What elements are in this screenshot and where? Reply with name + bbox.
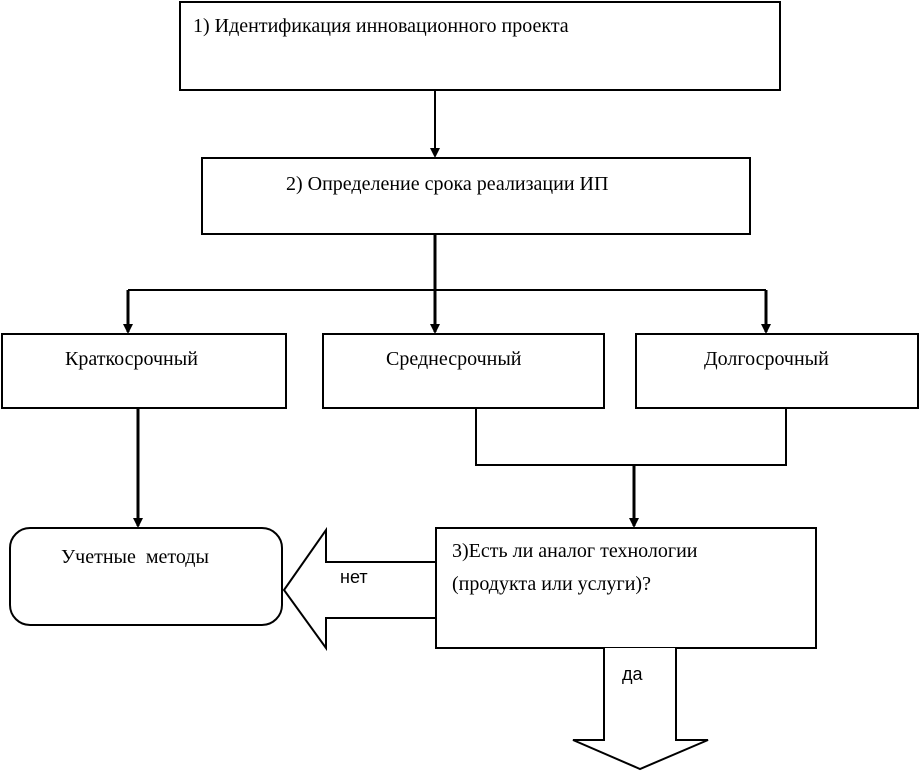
short-term-box <box>1 333 287 409</box>
accounting-methods-box <box>9 527 283 626</box>
long-term-label: Долгосрочный <box>704 348 829 370</box>
no-block-arrow <box>282 526 437 652</box>
no-branch-label: нет <box>340 567 368 587</box>
question-box <box>435 527 817 649</box>
step2-box <box>201 157 751 235</box>
short-term-label: Краткосрочный <box>65 348 198 370</box>
accounting-methods-label: Учетные методы <box>61 546 209 568</box>
medium-term-label: Среднесрочный <box>386 348 522 370</box>
step1-label: 1) Идентификация инновационного проекта <box>193 15 569 37</box>
step1-box <box>179 1 781 91</box>
connector-medium-long-merge <box>475 408 787 466</box>
step2-label: 2) Определение срока реализации ИП <box>286 173 608 195</box>
question-label-line1: 3)Есть ли аналог технологии <box>452 540 698 562</box>
long-term-box <box>635 333 919 409</box>
question-label-line2: (продукта или услуги)? <box>452 573 651 595</box>
yes-block-arrow <box>572 648 709 771</box>
yes-branch-label: да <box>622 664 644 684</box>
medium-term-box <box>322 333 605 409</box>
